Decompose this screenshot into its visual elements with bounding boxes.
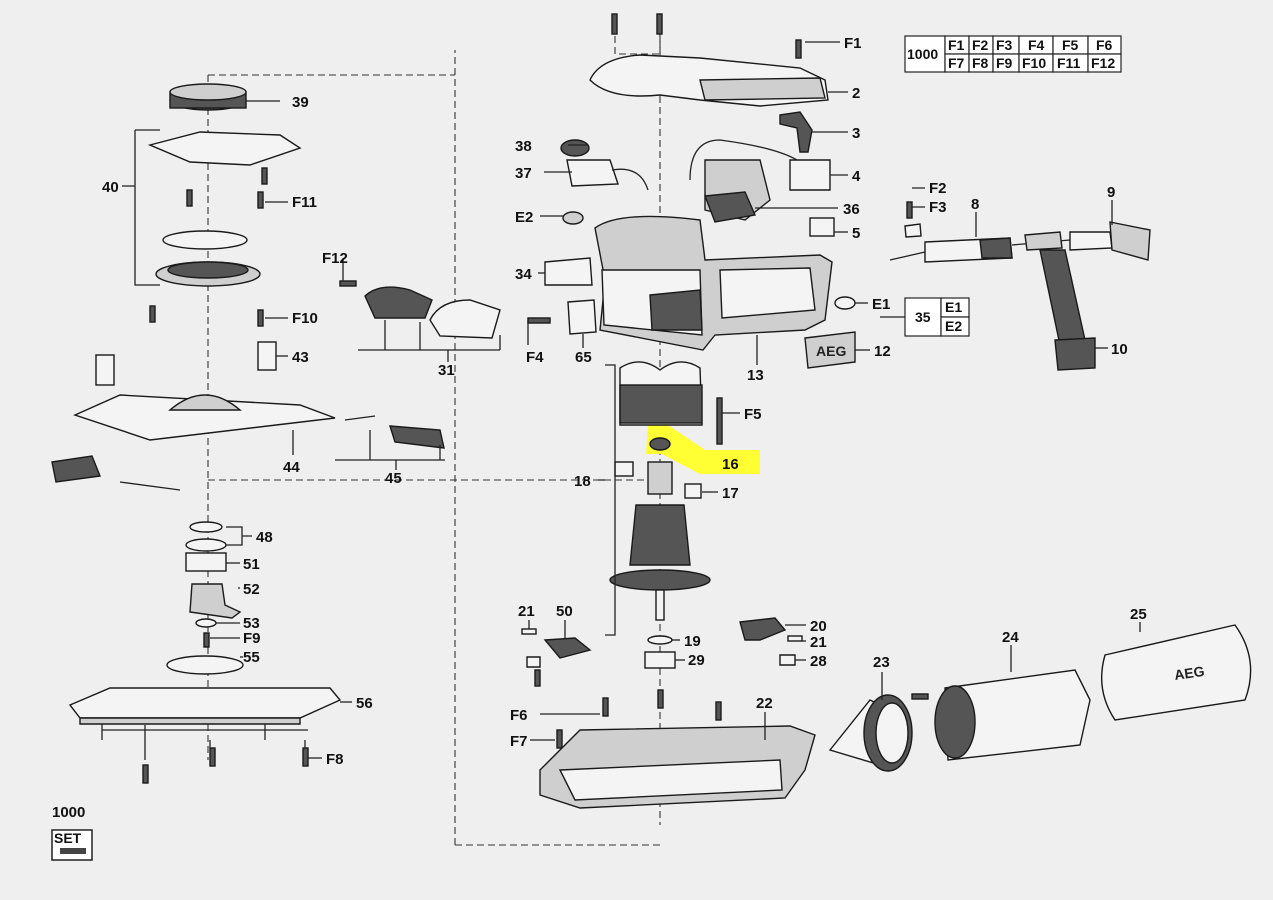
table-1000-cell: F5: [1062, 37, 1079, 53]
table-1000-cell: F6: [1096, 37, 1113, 53]
callout-F10: F10: [292, 310, 318, 327]
callout-36: 36: [843, 201, 860, 218]
callout-24: 24: [1002, 629, 1019, 646]
callout-44: 44: [283, 459, 300, 476]
callout-38: 38: [515, 138, 532, 155]
callout-9: 9: [1107, 184, 1115, 201]
left-upper-group: [147, 83, 302, 327]
table-1000-cell: F9: [996, 55, 1013, 71]
callout-F8: F8: [326, 751, 344, 768]
callout-2: 2: [852, 85, 860, 102]
callout-53: 53: [243, 615, 260, 632]
callout-13: 13: [747, 367, 764, 384]
callout-25: 25: [1130, 606, 1147, 623]
callout-51: 51: [243, 556, 260, 573]
callout-55: 55: [243, 649, 260, 666]
callout-40: 40: [102, 179, 119, 196]
callout-29: 29: [688, 652, 705, 669]
callout-F4: F4: [526, 349, 544, 366]
callout-50: 50: [556, 603, 573, 620]
table-1000-key: 1000: [907, 46, 938, 62]
callout-12: 12: [874, 343, 891, 360]
callout-F5: F5: [744, 406, 762, 423]
table-35-cell: E1: [945, 299, 962, 315]
callout-F9: F9: [243, 630, 261, 647]
callout-1000-set: 1000: [52, 804, 85, 821]
callout-labels: F1 2 3 4 36 5 38 37 E2 34 F4 65 E1 12 13…: [52, 35, 1147, 821]
fastener-table-1000-text: 1000 F1 F2 F3 F4 F5 F6 F7 F8 F9 F10 F11 …: [907, 37, 1115, 71]
set-icon: [51, 829, 93, 861]
base-plate-group: [51, 341, 445, 491]
leader-lines: [101, 41, 1141, 760]
table-1000-cell: F2: [972, 37, 989, 53]
callout-5: 5: [852, 225, 860, 242]
callout-52: 52: [243, 581, 260, 598]
callout-16: 16: [722, 456, 739, 473]
callout-20: 20: [810, 618, 827, 635]
table-35-cell: E2: [945, 318, 962, 334]
brand-label-dustbox: AEG: [1173, 663, 1205, 683]
callout-3: 3: [852, 125, 860, 142]
callout-F2: F2: [929, 180, 947, 197]
lower-left-stack: [68, 521, 342, 784]
dust-box-group: [828, 624, 1252, 772]
fastener-table-1000: [904, 35, 1122, 73]
callout-45: 45: [385, 470, 402, 487]
top-housing-group: [527, 13, 856, 369]
callout-4: 4: [852, 168, 861, 185]
callout-22: 22: [756, 695, 773, 712]
callout-19: 19: [684, 633, 701, 650]
ring-table-35: [904, 297, 970, 337]
callout-28: 28: [810, 653, 827, 670]
callout-18: 18: [574, 473, 591, 490]
callout-31: 31: [438, 362, 455, 379]
callout-F1: F1: [844, 35, 862, 52]
table-1000-cell: F4: [1028, 37, 1045, 53]
callout-F3: F3: [929, 199, 947, 216]
callout-23: 23: [873, 654, 890, 671]
callout-F11: F11: [292, 194, 317, 211]
callout-E2: E2: [515, 209, 533, 226]
table-1000-cell: F8: [972, 55, 989, 71]
callout-39: 39: [292, 94, 309, 111]
brand-label-badge: AEG: [816, 343, 846, 359]
callout-F6: F6: [510, 707, 528, 724]
table-1000-cell: F10: [1022, 55, 1046, 71]
part-31-group: [339, 280, 501, 339]
callout-10: 10: [1111, 341, 1128, 358]
callout-43: 43: [292, 349, 309, 366]
callout-F12: F12: [322, 250, 348, 267]
callout-37: 37: [515, 165, 532, 182]
table-1000-cell: F1: [948, 37, 965, 53]
table-1000-cell: F7: [948, 55, 965, 71]
callout-65: 65: [575, 349, 592, 366]
table-1000-cell: F11: [1057, 55, 1081, 71]
bottom-housing: [539, 689, 816, 809]
callout-E1: E1: [872, 296, 890, 313]
callout-F7: F7: [510, 733, 528, 750]
callout-48: 48: [256, 529, 273, 546]
highlight-part-16: [646, 425, 760, 474]
table-35-key: 35: [915, 309, 931, 325]
cable-group: [889, 201, 1151, 371]
callout-21-left: 21: [518, 603, 535, 620]
callout-56: 56: [356, 695, 373, 712]
motor-stack: [521, 361, 803, 687]
callout-34: 34: [515, 266, 532, 283]
callout-21-right: 21: [810, 634, 827, 651]
callout-8: 8: [971, 196, 979, 213]
set-label: SET: [54, 830, 82, 846]
table-1000-cell: F12: [1091, 55, 1115, 71]
table-1000-cell: F3: [996, 37, 1013, 53]
callout-17: 17: [722, 485, 739, 502]
